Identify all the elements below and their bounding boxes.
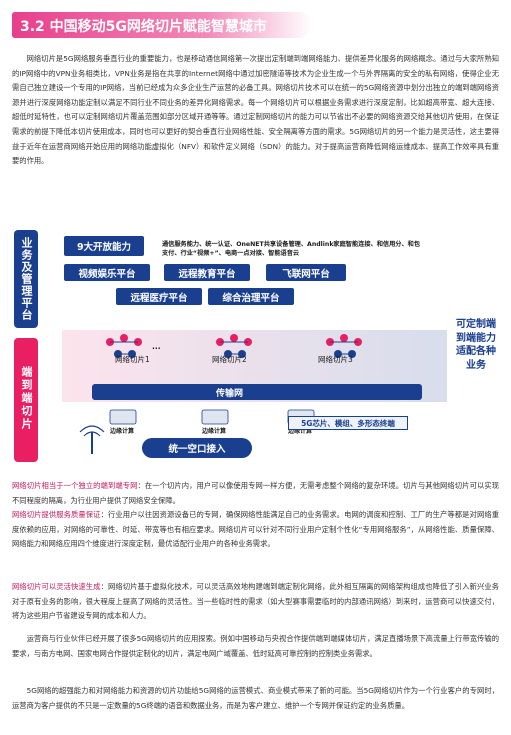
- business-model-paragraph: 5G网络的超强能力和对网络能力和资源的切片功能给5G网络的运营模式、商业模式带来…: [12, 686, 499, 710]
- applications-paragraph: 运营商与行业伙伴已经开展了很多5G网络切片的应用探索。例如中国移动与央视合作提供…: [12, 634, 499, 658]
- intro-paragraph: 网络切片是5G网络服务垂直行业的重要能力，也是移动通信网络第一次提出定制端到端网…: [12, 54, 499, 166]
- flexibility-highlight: 网络切片可以灵活快速生成: [12, 582, 101, 591]
- edge-node-left: [109, 409, 137, 425]
- slice-3-label: 网络切片3: [318, 355, 353, 364]
- capabilities-list: 通信服务能力、统一认证、OneNET共享设备管理、Andlink家庭智能连接、和…: [162, 241, 421, 257]
- dedicated-network-paragraph: 网络切片相当于一个独立的端到端专网：在一个切片内，用户可以像使用专网一样方便，无…: [12, 479, 499, 508]
- chips-modules-box: 5G芯片、模组、多形态终端: [288, 416, 408, 430]
- edge-computing-label-right: 边缘计算: [288, 428, 313, 435]
- slice-1-label: 网络切片1: [115, 355, 150, 364]
- slice-1-icon: [106, 334, 142, 358]
- slice-side-label-text: 端到端切片: [20, 365, 33, 431]
- slice-2-label: 网络切片2: [212, 355, 247, 364]
- platform-video-entertainment: 视频娱乐平台: [64, 264, 150, 281]
- open-capabilities-box: 9大开放能力: [64, 236, 144, 256]
- flexibility-text: ：网络切片基于虚拟化技术，可以灵活高效地构建端到端定制化网络，此外相互隔离的网络…: [12, 582, 499, 621]
- flexibility-paragraph: 网络切片可以灵活快速生成：网络切片基于虚拟化技术，可以灵活高效地构建端到端定制化…: [12, 580, 499, 624]
- qos-highlight: 网络切片提供服务质量保证: [12, 510, 101, 519]
- edge-computing-label-left: 边缘计算: [110, 428, 135, 435]
- edge-computing-label-center: 边缘计算: [202, 428, 227, 435]
- slice-ellipsis: ...: [152, 342, 161, 351]
- base-station-icon: [79, 425, 105, 454]
- platform-remote-medical: 远程医疗平台: [116, 288, 202, 305]
- slice-band-graphic: [62, 330, 447, 454]
- platform-iot: 飞联网平台: [266, 264, 346, 281]
- transport-bar: [92, 384, 422, 400]
- unified-access-pill: 统一空口接入: [142, 438, 252, 458]
- slice-2-icon: [216, 334, 252, 358]
- platform-side-label: 业务及管理平台: [14, 230, 38, 328]
- customizable-capability-label: 可定制端到端能力适配各种业务: [456, 319, 496, 371]
- slice-side-label: 端到端切片: [14, 338, 38, 462]
- section-header: 3.2 中国移动5G网络切片赋能智慧城市: [12, 12, 312, 38]
- qos-paragraph: 网络切片提供服务质量保证：行业用户以往因资源设备已的专网，确保网络性能满足自己的…: [12, 508, 499, 552]
- dedicated-network-text: ：在一个切片内，用户可以像使用专网一样方便，无需考虑整个网络的复杂环境。切片与其…: [12, 481, 500, 505]
- network-slice-diagram: 业务及管理平台 端到端切片 9大开放能力 通信服务能力、统一认证、OneNET共…: [12, 226, 499, 474]
- qos-text: ：行业用户以往因资源设备已的专网，确保网络性能满足自己的业务需求。电网的调度和控…: [12, 510, 499, 549]
- platform-remote-education: 远程教育平台: [164, 264, 250, 281]
- section-title: 3.2 中国移动5G网络切片赋能智慧城市: [20, 19, 267, 35]
- edge-node-center: [201, 409, 229, 425]
- platform-integrated-governance: 综合治理平台: [208, 288, 294, 305]
- platform-side-label-text: 业务及管理平台: [20, 237, 33, 321]
- slice-3-icon: [326, 334, 362, 358]
- dedicated-network-highlight: 网络切片相当于一个独立的端到端专网: [12, 481, 138, 490]
- transport-label: 传输网: [216, 389, 244, 399]
